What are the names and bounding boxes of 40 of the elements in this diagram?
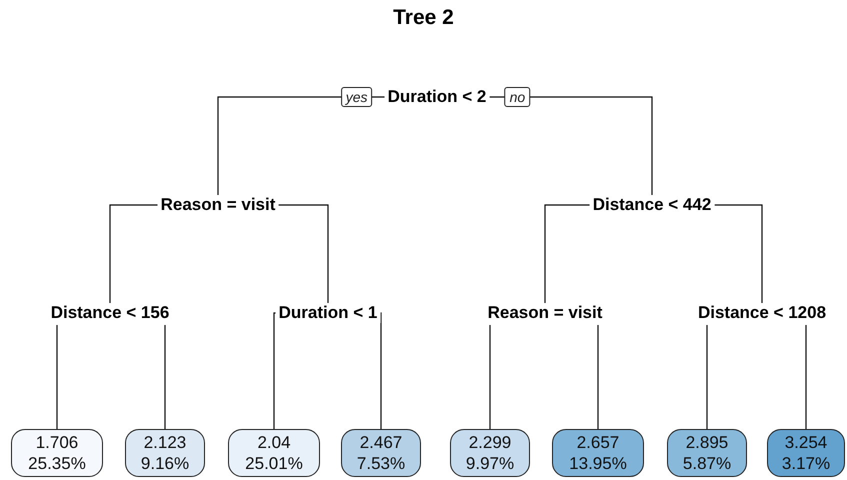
predicted-value: 3.254 <box>784 432 828 453</box>
leaf-node <box>228 429 320 477</box>
leaf-node <box>767 429 845 477</box>
edge-label: yes <box>340 87 373 107</box>
connector-line <box>109 204 158 303</box>
edge-label: no <box>504 87 530 107</box>
sample-percent: 9.97% <box>466 453 514 474</box>
connector-line <box>164 325 166 429</box>
connector-line <box>805 325 807 429</box>
connector-line <box>714 204 763 303</box>
predicted-value: 1.706 <box>36 432 78 453</box>
leaf-node <box>450 429 530 477</box>
leaf-node <box>667 429 747 477</box>
sample-percent: 5.87% <box>682 453 732 474</box>
predicted-value: 2.467 <box>360 432 402 453</box>
predicted-value: 2.123 <box>144 432 186 453</box>
connector-line <box>544 204 590 303</box>
sample-percent: 13.95% <box>569 453 627 474</box>
sample-percent: 3.17% <box>782 453 830 474</box>
chart-title: Tree 2 <box>392 6 455 30</box>
leaf-node <box>11 429 103 477</box>
connector-line <box>706 325 708 429</box>
predicted-value: 2.657 <box>576 432 620 453</box>
connector-line <box>273 312 276 429</box>
predicted-value: 2.895 <box>686 432 728 453</box>
sample-percent: 9.16% <box>140 453 190 474</box>
connector-line <box>597 325 599 429</box>
connector-line <box>489 325 491 429</box>
leaf-node <box>341 429 421 477</box>
connector-line <box>278 204 329 303</box>
sample-percent: 25.01% <box>245 453 303 474</box>
sample-percent: 7.53% <box>356 453 406 474</box>
connector-line <box>56 325 58 429</box>
split-condition: Duration < 1 <box>276 303 380 323</box>
leaf-node <box>125 429 205 477</box>
sample-percent: 25.35% <box>28 453 86 474</box>
predicted-value: 2.04 <box>257 432 291 453</box>
predicted-value: 2.299 <box>468 432 512 453</box>
leaf-node <box>552 429 644 477</box>
connector-line <box>380 312 382 429</box>
